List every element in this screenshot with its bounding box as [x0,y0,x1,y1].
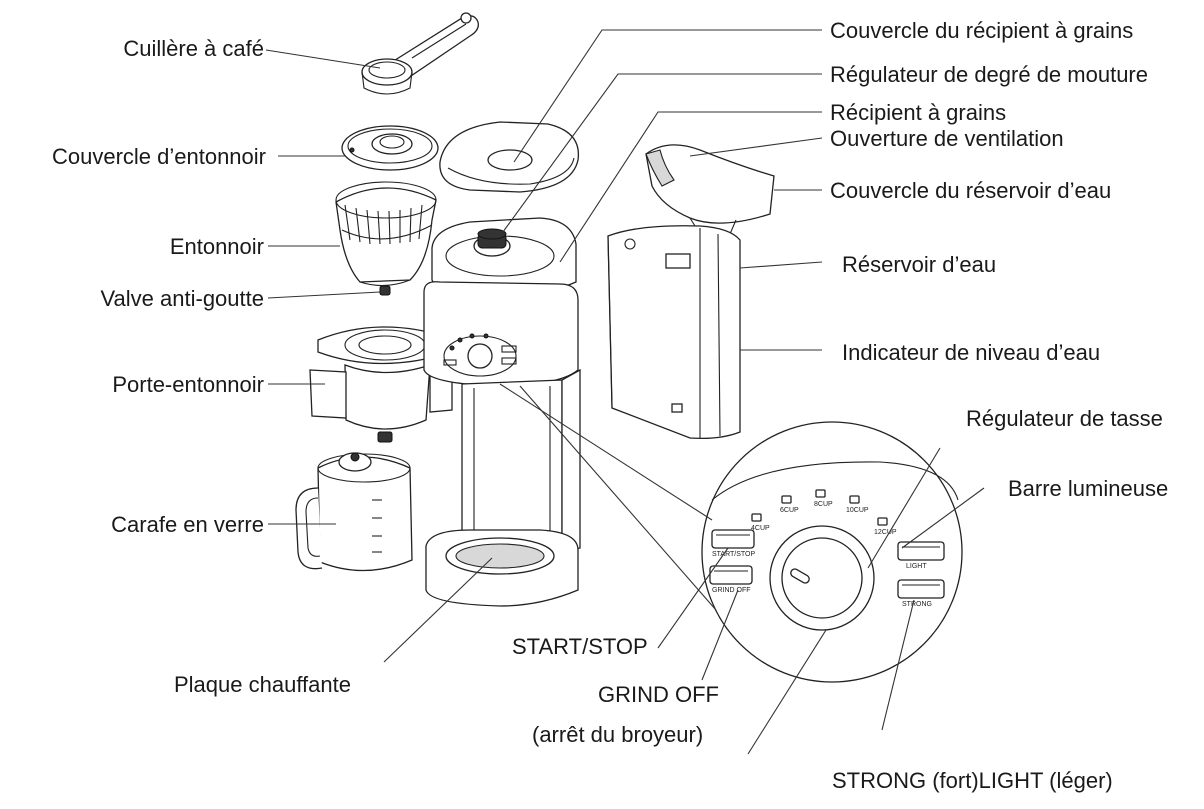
coffee-maker-body-drawing [423,217,581,607]
funnel-holder-drawing [309,326,453,443]
label-strength: STRONG (fort)LIGHT (léger) [832,768,1113,793]
label-water-tank-lid: Couvercle du réservoir d’eau [830,178,1111,203]
bean-lid-drawing [439,121,580,193]
label-bean-container: Récipient à grains [830,100,1006,125]
panel-grind-off: GRIND OFF [712,587,751,594]
funnel-lid-drawing [341,125,439,171]
label-water-tank: Réservoir d’eau [842,252,996,277]
label-hot-plate: Plaque chauffante [174,672,351,697]
glass-carafe-drawing [295,452,413,572]
label-light-bar: Barre lumineuse [1008,476,1168,501]
label-funnel-holder: Porte-entonnoir [112,372,264,397]
label-bean-container-lid: Couvercle du récipient à grains [830,18,1133,43]
label-water-level-indicator: Indicateur de niveau d’eau [842,340,1100,365]
label-cup-regulator: Régulateur de tasse [966,406,1163,431]
panel-light: LIGHT [906,563,927,570]
label-grind-off: GRIND OFF [598,682,719,707]
coffee-spoon-drawing [361,12,479,95]
water-tank-lid-drawing [645,144,775,235]
panel-strong: STRONG [902,601,932,608]
water-tank-drawing [607,225,741,440]
label-coffee-spoon: Cuillère à café [123,36,264,61]
cup-mark-12: 12CUP [874,529,897,536]
label-funnel-lid: Couvercle d’entonnoir [52,144,266,169]
label-grind-regulator: Régulateur de degré de mouture [830,62,1148,87]
cup-mark-8: 8CUP [814,501,833,508]
labels-bottom: START/STOP GRIND OFF (arrêt du broyeur) … [512,634,1113,793]
labels-right: Couvercle du récipient à grains Régulate… [830,18,1168,501]
label-start-stop: START/STOP [512,634,648,659]
leader-lines [265,29,985,755]
label-grind-off-detail: (arrêt du broyeur) [532,722,703,747]
cup-mark-10: 10CUP [846,507,869,514]
label-glass-carafe: Carafe en verre [111,512,264,537]
label-anti-drip-valve: Valve anti-goutte [101,286,264,311]
cup-mark-6: 6CUP [780,507,799,514]
funnel-drawing [335,181,437,296]
cup-mark-4: 4CUP [751,525,770,532]
panel-start-stop: START/STOP [712,551,756,558]
labels-left: Cuillère à café Couvercle d’entonnoir En… [52,36,351,697]
control-panel-zoom-drawing: 4CUP 6CUP 8CUP 10CUP 12CUP START/STOP GR… [701,421,963,683]
label-ventilation-opening: Ouverture de ventilation [830,126,1064,151]
label-funnel: Entonnoir [170,234,264,259]
